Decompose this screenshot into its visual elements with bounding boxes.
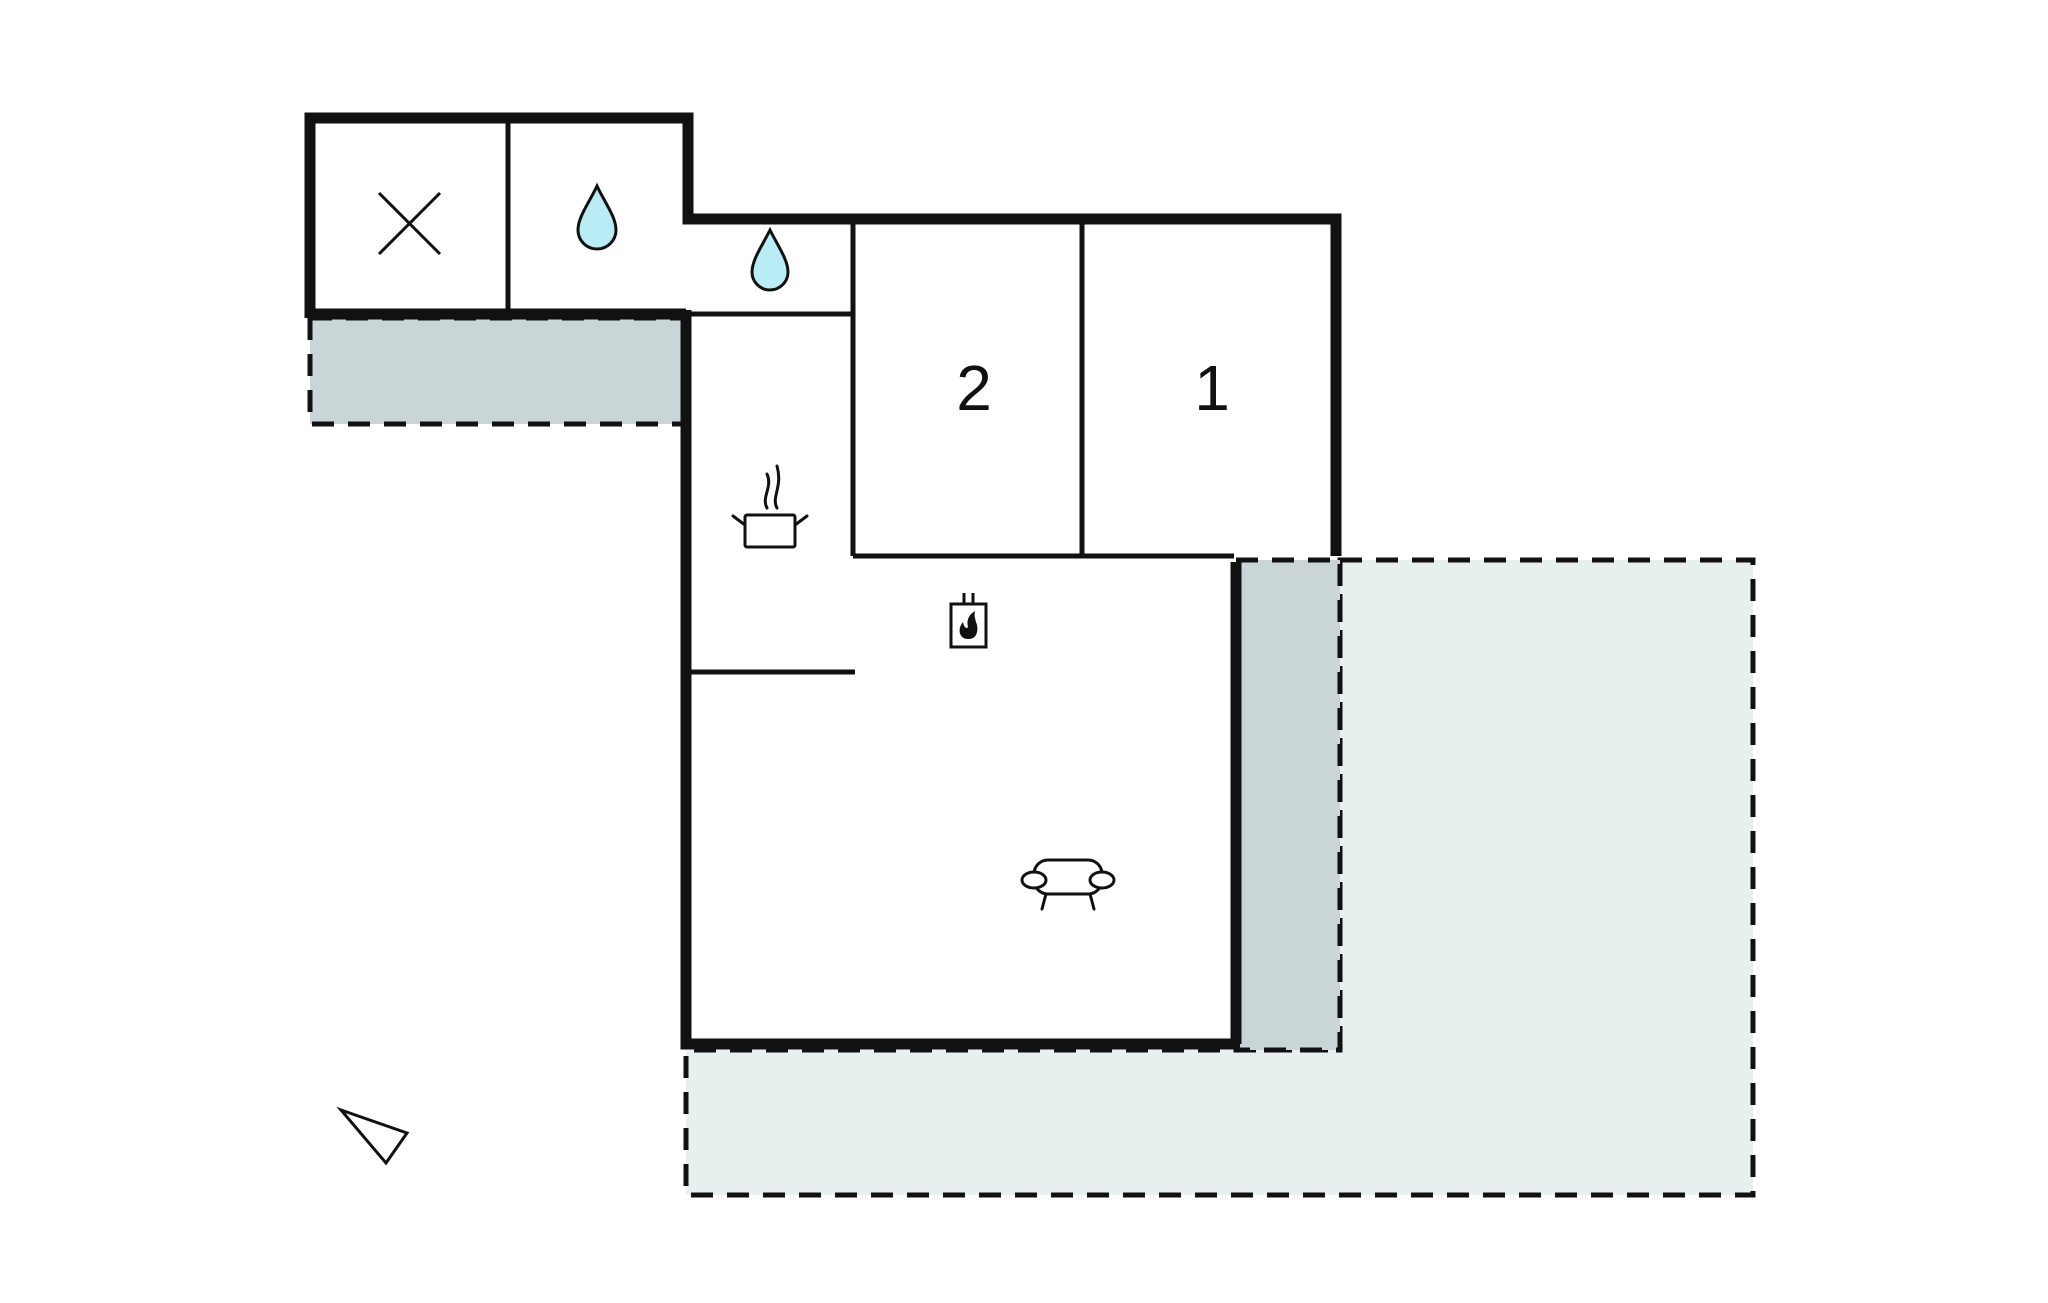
exterior-walls <box>304 112 1342 1050</box>
open-terrace <box>683 557 1756 1198</box>
covered-terrace-right <box>1233 557 1343 1053</box>
main-interior <box>686 219 1336 1044</box>
bedroom-2-label: 2 <box>956 352 992 424</box>
cooking-pot-icon <box>731 464 809 549</box>
covered-terrace-left <box>307 315 686 427</box>
water-drop-icon <box>750 226 790 292</box>
water-drop-icon <box>576 182 618 251</box>
interior-walls <box>505 121 1234 675</box>
sofa-icon <box>1020 858 1116 911</box>
toilet-room <box>313 121 508 314</box>
fireplace-icon <box>949 593 988 649</box>
bedroom-1-label: 1 <box>1194 352 1230 424</box>
cross-icon <box>377 191 442 256</box>
north-arrow-icon <box>336 1106 410 1166</box>
